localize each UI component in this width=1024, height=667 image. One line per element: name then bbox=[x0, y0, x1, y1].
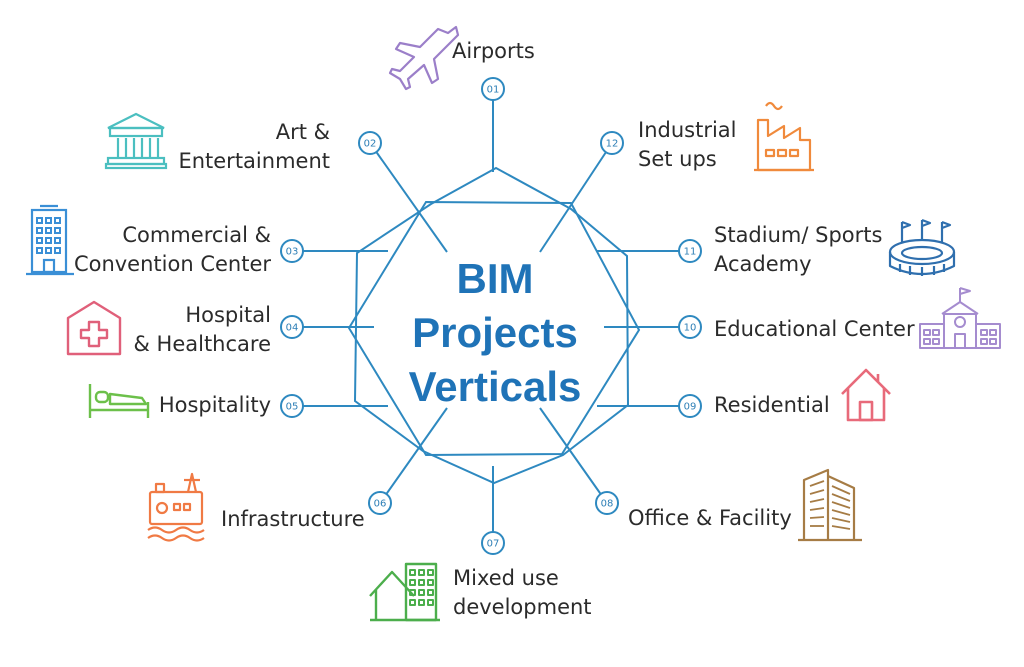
label-line-1: Residential bbox=[714, 393, 830, 417]
label-hospitality: Hospitality bbox=[159, 391, 271, 420]
label-hospital: Hospital & Healthcare bbox=[133, 301, 271, 359]
label-art-entertainment: Art & Entertainment bbox=[178, 118, 330, 176]
label-line-2: Academy bbox=[714, 252, 812, 276]
label-line-1: Office & Facility bbox=[628, 506, 792, 530]
title-line-1: BIM bbox=[456, 255, 534, 302]
number-node-01 bbox=[481, 77, 505, 101]
number-label-07: 07 bbox=[487, 539, 500, 550]
spoke-02 bbox=[369, 142, 448, 253]
school-icon bbox=[919, 287, 1001, 349]
label-airports: Airports bbox=[452, 37, 535, 66]
label-line-2: & Healthcare bbox=[133, 332, 271, 356]
number-node-06 bbox=[368, 491, 392, 515]
number-label-05: 05 bbox=[286, 402, 299, 413]
number-node-11 bbox=[678, 239, 702, 263]
hospital-icon bbox=[66, 300, 122, 356]
number-label-10: 10 bbox=[684, 323, 697, 334]
number-node-05 bbox=[280, 394, 304, 418]
number-label-06: 06 bbox=[374, 499, 387, 510]
number-label-01: 01 bbox=[487, 85, 500, 96]
power-plant-icon bbox=[147, 472, 205, 542]
number-label-11: 11 bbox=[684, 247, 697, 258]
spoke-06 bbox=[379, 407, 448, 504]
label-infrastructure: Infrastructure bbox=[221, 505, 365, 534]
label-line-2: Entertainment bbox=[178, 149, 330, 173]
mixed-building-icon bbox=[369, 562, 440, 622]
number-label-03: 03 bbox=[286, 247, 299, 258]
label-line-2: Set ups bbox=[638, 147, 717, 171]
label-line-1: Stadium/ Sports bbox=[714, 223, 883, 247]
title-line-3: Verticals bbox=[408, 363, 582, 410]
label-office-facility: Office & Facility bbox=[628, 504, 792, 533]
label-line-1: Educational Center bbox=[714, 317, 915, 341]
label-line-2: Convention Center bbox=[73, 252, 271, 276]
label-line-1: Commercial & bbox=[122, 223, 271, 247]
spokes bbox=[292, 89, 690, 543]
label-line-1: Infrastructure bbox=[221, 507, 365, 531]
label-stadium: Stadium/ Sports Academy bbox=[714, 221, 882, 279]
number-nodes: 01 02 03 04 05 06 07 08 09 10 11 12 bbox=[280, 77, 702, 555]
number-node-03 bbox=[280, 239, 304, 263]
skyscraper-icon bbox=[798, 468, 862, 542]
number-label-12: 12 bbox=[606, 139, 619, 150]
number-label-02: 02 bbox=[364, 139, 377, 150]
label-line-2: development bbox=[453, 595, 592, 619]
label-line-1: Industrial bbox=[638, 118, 737, 142]
factory-icon bbox=[754, 101, 814, 172]
title-line-2: Projects bbox=[412, 309, 578, 356]
stadium-icon bbox=[888, 218, 956, 276]
number-node-02 bbox=[358, 131, 382, 155]
label-line-1: Art & bbox=[275, 120, 330, 144]
office-tower-icon bbox=[26, 204, 74, 276]
number-node-04 bbox=[280, 315, 304, 339]
spoke-08 bbox=[539, 407, 608, 504]
label-commercial: Commercial & Convention Center bbox=[74, 221, 271, 279]
number-node-09 bbox=[678, 394, 702, 418]
label-line-1: Mixed use bbox=[453, 566, 559, 590]
label-line-1: Hospitality bbox=[158, 393, 271, 417]
label-industrial: Industrial Set ups bbox=[638, 116, 737, 174]
number-label-09: 09 bbox=[684, 402, 697, 413]
spoke-12 bbox=[539, 142, 613, 253]
number-node-10 bbox=[678, 315, 702, 339]
label-mixed-use: Mixed use development bbox=[453, 564, 592, 622]
number-node-07 bbox=[481, 531, 505, 555]
diagram-title: BIM Projects Verticals bbox=[395, 252, 595, 414]
house-icon bbox=[841, 368, 891, 422]
label-educational: Educational Center bbox=[714, 315, 915, 344]
museum-icon bbox=[104, 112, 168, 170]
airplane-icon bbox=[388, 25, 460, 91]
label-line-1: Airports bbox=[452, 39, 535, 63]
number-label-04: 04 bbox=[286, 323, 299, 334]
number-label-08: 08 bbox=[601, 499, 614, 510]
label-line-1: Hospital bbox=[185, 303, 271, 327]
bed-icon bbox=[88, 384, 150, 418]
label-residential: Residential bbox=[714, 391, 830, 420]
number-node-08 bbox=[595, 491, 619, 515]
number-node-12 bbox=[600, 131, 624, 155]
